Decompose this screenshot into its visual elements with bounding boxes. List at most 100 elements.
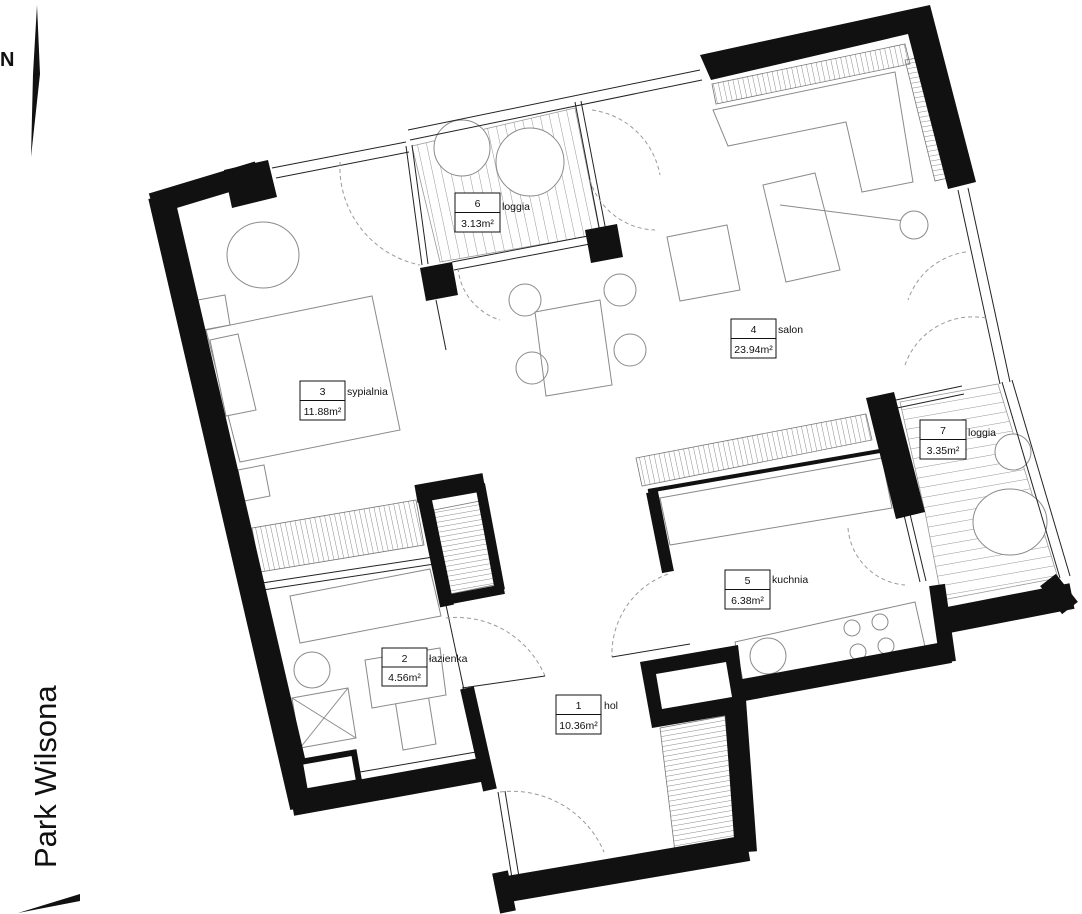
room-area: 3.13m² <box>461 218 494 230</box>
loggia-6-right-frame <box>574 100 607 233</box>
entrance-door-swing <box>499 790 605 853</box>
compass: N <box>0 5 40 157</box>
room-name: hol <box>604 700 618 712</box>
kitchen-door-swing <box>611 573 669 658</box>
room-area: 6.38m² <box>731 595 764 607</box>
kitchen-south-wall <box>736 641 952 702</box>
kitchen-upper-counter <box>659 457 893 546</box>
room-number: 5 <box>745 575 751 587</box>
room-name: łazienka <box>429 653 468 665</box>
dining-chair <box>613 333 647 367</box>
kitchen-north-line <box>647 449 881 493</box>
room-label-3: 3 11.88m² sypialnia <box>299 380 388 421</box>
floor-lamp-arm <box>779 204 913 223</box>
shower-drain-icon <box>291 687 357 749</box>
loggia-door-swing <box>457 267 501 321</box>
room-label-4: 4 23.94m² salon <box>730 318 803 359</box>
door-swings <box>339 109 987 853</box>
bedroom-wardrobe <box>251 499 425 573</box>
hall-wardrobe <box>659 715 737 853</box>
room-number: 7 <box>940 425 946 437</box>
loggia-7-window <box>1001 379 1071 579</box>
room-area: 4.56m² <box>388 672 421 684</box>
bathroom-bottom-partition <box>359 751 477 773</box>
dining-chair <box>508 283 542 317</box>
wardrobe-east-wall <box>475 483 505 591</box>
floor-lamp-icon <box>899 210 929 240</box>
loggia-armchair <box>972 488 1048 556</box>
kitchen-sink-icon <box>749 637 787 675</box>
loggia-7-east-jamb <box>1040 573 1078 615</box>
room-area: 11.88m² <box>304 406 342 418</box>
salon-door-swing <box>591 109 661 176</box>
loggia-chair <box>433 119 491 177</box>
west-wall <box>148 193 316 810</box>
north-label: N <box>0 49 14 71</box>
bedroom-wardrobe-wall <box>414 473 486 503</box>
walls <box>148 5 1078 914</box>
kitchen-west-wall <box>646 490 674 574</box>
room-name: kuchnia <box>772 574 808 586</box>
loggia-6-left-frame <box>405 144 429 266</box>
loggia-6-window <box>407 69 703 141</box>
pouf <box>666 224 741 302</box>
loggia-column <box>420 262 458 301</box>
room-number: 3 <box>320 386 326 398</box>
bedroom-wardrobe-side <box>417 494 454 608</box>
salon-right-door-swing <box>904 316 987 366</box>
loggia-column <box>585 224 623 263</box>
bed-pillow <box>209 333 257 417</box>
bedroom-loggia-door <box>435 299 447 351</box>
room-number: 2 <box>402 653 408 665</box>
dining-chair <box>603 273 637 307</box>
salon-loggia-7-door <box>895 385 965 409</box>
wardrobe-south-wall <box>445 584 505 605</box>
room-label-7: 7 3.35m² loggia <box>919 419 996 460</box>
room-label-1: 1 10.36m² hol <box>555 694 618 735</box>
room-area: 23.94m² <box>734 344 773 356</box>
loggia-stool <box>994 433 1032 471</box>
service-shaft-opening <box>656 662 732 709</box>
coffee-table <box>762 172 841 283</box>
loggia-7-door-swing <box>847 527 906 586</box>
washbasin-icon <box>293 651 331 689</box>
sofa <box>712 71 914 193</box>
northeast-wall <box>700 5 976 189</box>
hall-west-wall <box>460 686 497 792</box>
bedroom-window <box>271 141 410 179</box>
salon-right-door-swing <box>907 251 967 301</box>
kitchen-loggia-partition <box>903 513 927 583</box>
bathtub <box>289 568 442 644</box>
bathroom-south-wall <box>289 758 483 816</box>
room-name: sypialnia <box>347 386 388 398</box>
room-number: 1 <box>576 700 582 712</box>
room-area: 10.36m² <box>559 720 598 732</box>
bathroom-top-partition <box>261 555 442 591</box>
dining-chair <box>515 351 549 385</box>
room-name: loggia <box>968 427 996 439</box>
living-room-shelf <box>635 413 873 487</box>
bathroom-niche <box>296 749 363 796</box>
site-label: Park Wilsona <box>28 685 63 868</box>
site-direction-mark <box>18 894 80 913</box>
hall-south-wall <box>505 835 751 902</box>
kitchen-door-leaf <box>611 643 691 658</box>
room-name: salon <box>778 324 803 336</box>
hall-east-wall <box>724 699 757 853</box>
room-label-5: 5 6.38m² kuchnia <box>724 569 808 610</box>
bedroom-armchair <box>226 221 300 289</box>
hall-entrance-jamb <box>492 870 516 914</box>
salon-kitchen-pillar <box>866 392 925 519</box>
hob-burner-icon <box>843 619 861 637</box>
loggia-6-sliding-door <box>451 235 591 271</box>
bedroom-corner-column <box>224 160 277 208</box>
room-name: loggia <box>502 201 530 213</box>
bed <box>205 295 401 463</box>
bathroom-door-leaf <box>461 675 546 689</box>
room-area: 3.35m² <box>927 445 960 457</box>
room-label-6: 6 3.13m² loggia <box>454 192 530 233</box>
entrance-door-leaf <box>497 790 520 879</box>
north-arrow-icon <box>31 5 40 157</box>
hob-burner-icon <box>871 613 889 631</box>
